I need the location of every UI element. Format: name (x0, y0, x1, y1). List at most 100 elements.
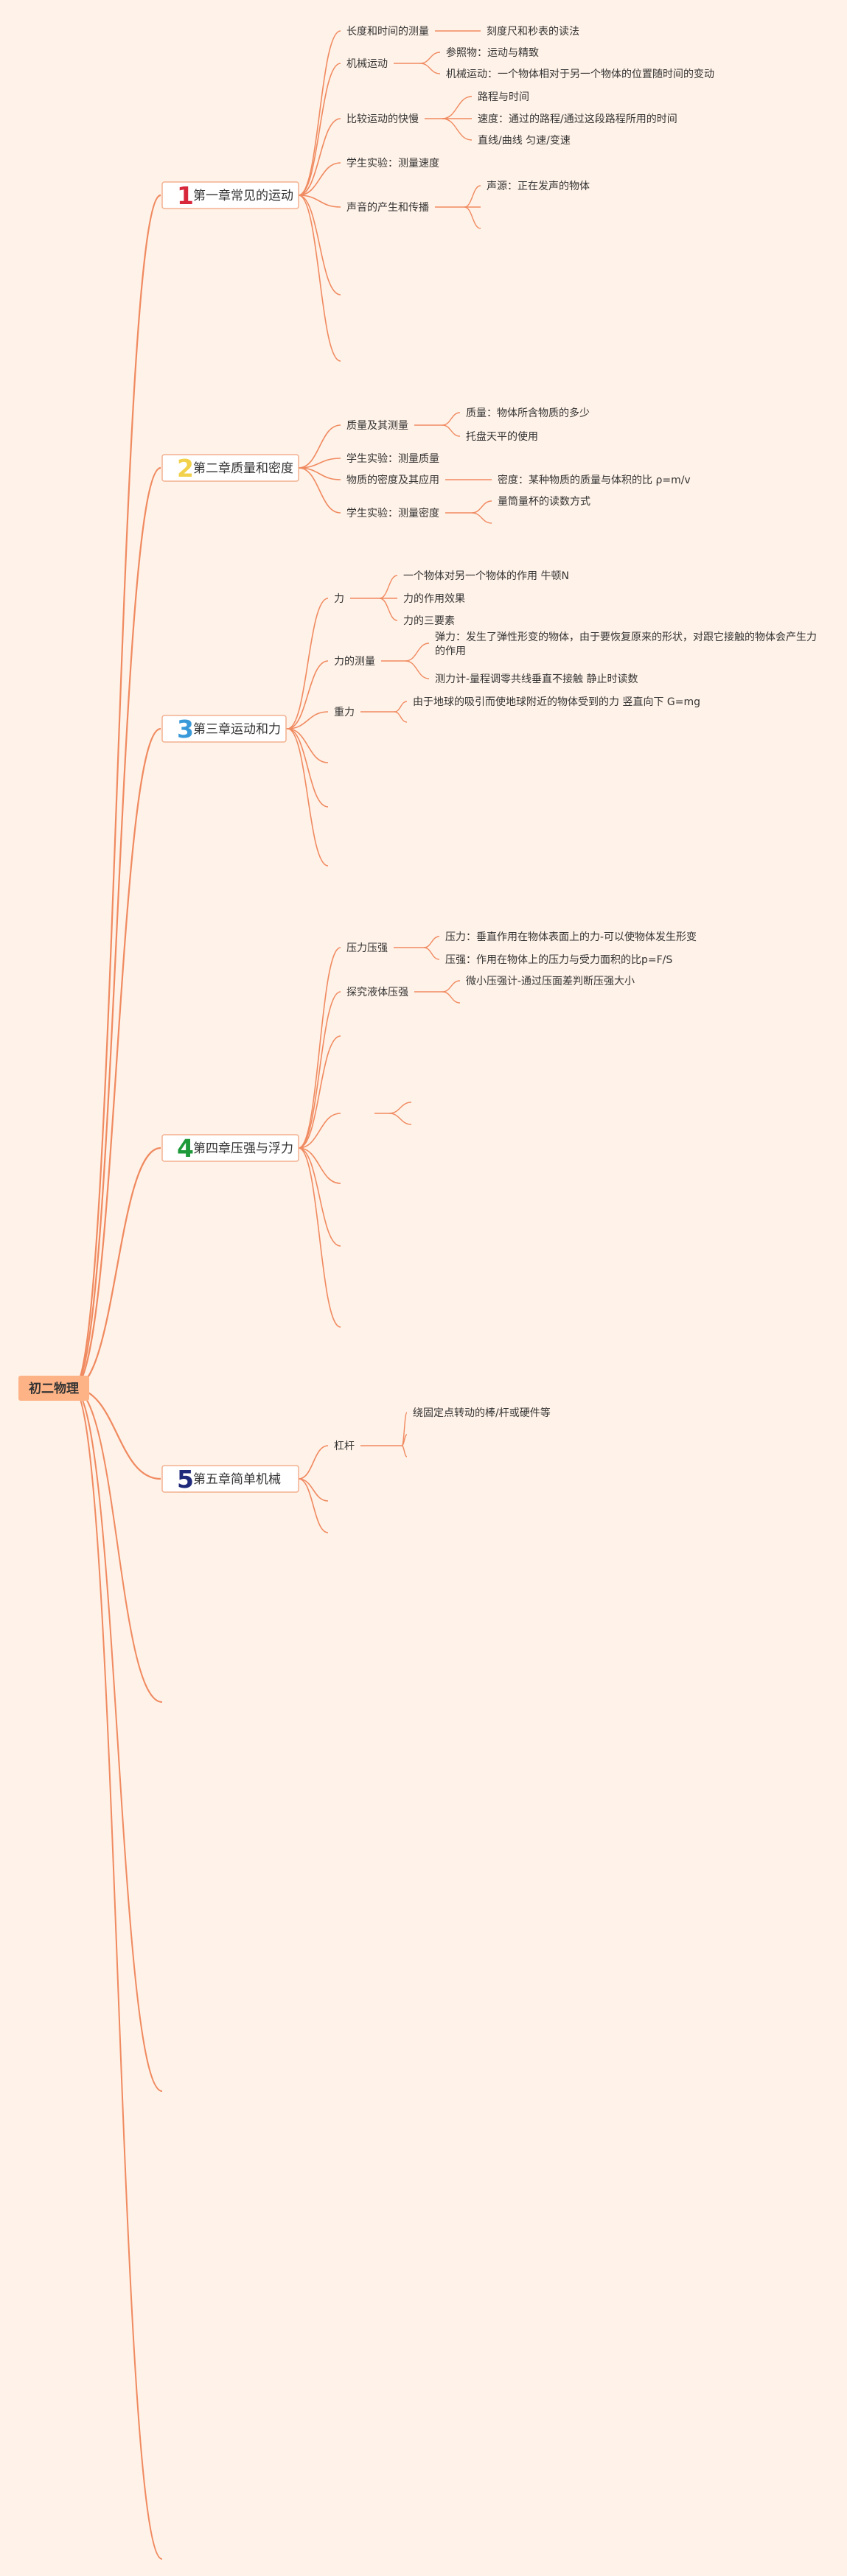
connector-line (442, 118, 473, 141)
connector-line (298, 162, 341, 196)
topic-label: 学生实验：测量密度 (346, 507, 439, 519)
connector-line (298, 467, 341, 514)
chapter-box (161, 715, 287, 743)
chapter-box (161, 1465, 299, 1493)
topic-label: 力的测量 (334, 656, 375, 668)
chapter-title: 第三章运动和力 (193, 722, 281, 737)
connector-line (442, 412, 461, 426)
connector-line (442, 980, 461, 993)
root-box (18, 1376, 89, 1401)
subtopic-label: 力的三要素 (403, 615, 455, 627)
chapter-title: 第一章常见的运动 (193, 189, 293, 203)
subtopic-label: 量筒量杯的读数方式 (498, 495, 590, 508)
subtopic-label: 刻度尺和秒表的读法 (487, 25, 579, 38)
connector-line (405, 660, 430, 679)
connector-line (298, 947, 341, 1149)
topic-label: 重力 (334, 707, 355, 718)
connector-line (442, 991, 461, 1004)
connector-line (388, 1102, 412, 1114)
connector-line (298, 195, 341, 362)
connector-lines (72, 30, 492, 2560)
connector-line (298, 195, 341, 208)
topic-label: 声音的产生和传播 (346, 201, 429, 214)
chapter-title: 第四章压强与浮力 (193, 1141, 293, 1156)
subtopic-label: 压力：垂直作用在物体表面上的力-可以使物体发生形变 (445, 931, 697, 943)
connector-line (394, 711, 408, 723)
chapter-number: 2 (177, 454, 194, 483)
subtopic-label: 微小压强计-通过压面差判断压强大小 (466, 976, 635, 987)
subtopic-label: 路程与时间 (478, 91, 529, 103)
connector-line (394, 701, 408, 713)
connector-line (298, 1147, 341, 1247)
connector-line (298, 467, 341, 480)
connector-line (298, 30, 341, 196)
connector-line (379, 575, 398, 599)
subtopic-label: 弹力：发生了弹性形变的物体，由于要恢复原来的形状，对跟它接触的物体会产生力的作用 (435, 631, 817, 657)
topic-label: 物质的密度及其应用 (346, 474, 439, 486)
root-node[interactable]: 初二物理 (18, 1376, 89, 1401)
chapter-number: 5 (177, 1465, 194, 1494)
connector-line (298, 118, 341, 196)
topic-label: 质量及其测量 (346, 420, 408, 432)
chapter-number: 1 (177, 181, 194, 210)
topic-label: 探究液体压强 (346, 987, 408, 998)
connector-line (298, 991, 341, 1149)
topic-label: 压力压强 (346, 942, 388, 954)
subtopic-label: 直线/曲线 匀速/变速 (478, 134, 571, 147)
connector-line (72, 1387, 163, 1703)
connector-line (298, 1445, 329, 1480)
connector-line (72, 1387, 161, 1480)
connector-line (72, 1387, 163, 2560)
topic-label: 机械运动 (346, 58, 388, 70)
connector-line (379, 598, 398, 621)
connector-line (419, 52, 441, 64)
subtopic-label: 由于地球的吸引而使地球附近的物体受到的力 竖直向下 G=mg (413, 696, 700, 708)
subtopic-label: 测力计-量程调零共线垂直不接触 静止时读数 (435, 673, 638, 685)
connector-line (287, 660, 329, 729)
subtopic-label: 绕固定点转动的棒/杆或硬件等 (413, 1407, 551, 1419)
chapter-box (161, 181, 299, 209)
chapter-box (161, 454, 299, 482)
connector-line (72, 1147, 161, 1390)
connector-line (298, 1113, 341, 1149)
connector-line (298, 424, 341, 469)
subtopic-label: 质量：物体所含物质的多少 (466, 407, 590, 419)
connector-line (464, 185, 481, 208)
subtopic-label: 力的作用效果 (403, 593, 465, 605)
subtopic-label: 密度：某种物质的质量与体积的比 ρ=m/v (498, 474, 691, 486)
subtopic-label: 声源：正在发声的物体 (487, 181, 590, 192)
connector-line (471, 500, 492, 514)
connector-line (442, 424, 461, 437)
connector-line (442, 96, 473, 119)
subtopic-label: 压强：作用在物体上的压力与受力面积的比p=F/S (445, 954, 672, 966)
connector-line (298, 195, 341, 295)
topic-label: 杠杆 (334, 1441, 355, 1452)
subtopic-label: 机械运动：一个物体相对于另一个物体的位置随时间的变动 (446, 69, 714, 80)
connector-line (298, 63, 341, 196)
connector-line (72, 1387, 163, 2092)
subtopic-label: 一个物体对另一个物体的作用 牛顿N (403, 570, 569, 582)
topic-label: 比较运动的快慢 (346, 113, 419, 125)
connector-line (298, 1478, 329, 1533)
connector-line (287, 728, 329, 867)
connector-line (464, 206, 481, 229)
connector-line (72, 727, 161, 1390)
subtopic-label: 参照物：运动与精致 (446, 46, 539, 59)
chapter-title: 第五章简单机械 (193, 1472, 281, 1487)
subtopic-label: 速度：通过的路程/通过这段路程所用的时间 (478, 113, 677, 125)
chapter-number: 4 (177, 1134, 194, 1163)
chapter-title: 第二章质量和密度 (193, 461, 293, 476)
root-label: 初二物理 (29, 1381, 79, 1396)
connector-line (423, 947, 440, 960)
connector-line (405, 643, 430, 662)
connector-line (72, 466, 161, 1390)
chapter-number: 3 (177, 715, 194, 743)
subtopic-label: 托盘天平的使用 (466, 430, 538, 443)
